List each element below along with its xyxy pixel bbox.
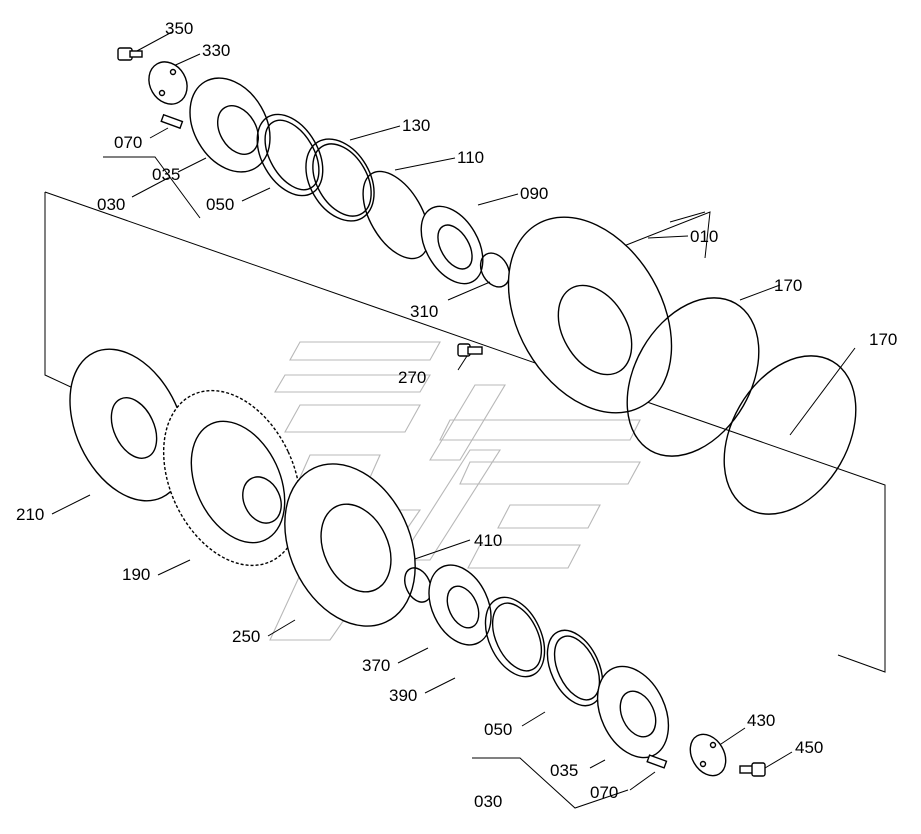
part-050-seal-b xyxy=(546,629,604,707)
label-110: 110 xyxy=(457,148,484,167)
label-330: 330 xyxy=(202,41,230,60)
part-090-bearing xyxy=(420,205,484,285)
part-390-ring xyxy=(484,596,546,678)
label-450: 450 xyxy=(795,738,823,757)
part-430-washer xyxy=(689,733,727,777)
label-130: 130 xyxy=(402,116,430,135)
label-390: 390 xyxy=(389,686,417,705)
part-370-bearing xyxy=(428,564,492,646)
leader-lines xyxy=(44,31,886,809)
label-050-top: 050 xyxy=(206,195,234,214)
label-030-top: 030 xyxy=(97,195,125,214)
part-450-bolt xyxy=(739,762,766,777)
label-035-bottom: 035 xyxy=(550,761,578,780)
part-labels: 350 330 070 035 030 050 130 110 090 010 … xyxy=(16,19,897,811)
label-430: 430 xyxy=(747,711,775,730)
part-250-drum xyxy=(284,463,416,627)
part-210-cover xyxy=(69,348,187,502)
label-070-top: 070 xyxy=(114,133,142,152)
part-070-pin xyxy=(160,113,184,130)
part-110-circlip xyxy=(362,170,430,260)
part-070-pin-b xyxy=(646,754,668,769)
part-330-washer xyxy=(148,61,188,105)
label-170-b: 170 xyxy=(869,330,897,349)
label-035-top: 035 xyxy=(152,165,180,184)
label-350: 350 xyxy=(165,19,193,38)
label-070-bottom: 070 xyxy=(590,783,618,802)
label-370: 370 xyxy=(362,656,390,675)
part-010-housing xyxy=(507,216,673,414)
label-270: 270 xyxy=(398,368,426,387)
label-310: 310 xyxy=(410,302,438,321)
part-170-o-ring-b xyxy=(723,355,857,515)
part-170-o-ring-a xyxy=(626,297,760,457)
label-410: 410 xyxy=(474,531,502,550)
part-310-o-ring xyxy=(479,252,511,288)
label-030-bottom: 030 xyxy=(474,792,502,811)
label-010: 010 xyxy=(690,227,718,246)
label-090: 090 xyxy=(520,184,548,203)
label-250: 250 xyxy=(232,627,260,646)
part-410-o-ring xyxy=(404,567,432,603)
label-170-a: 170 xyxy=(774,276,802,295)
label-210: 210 xyxy=(16,505,44,524)
part-035-flange xyxy=(189,77,271,173)
part-035-flange-b xyxy=(596,665,670,759)
label-190: 190 xyxy=(122,565,150,584)
part-190-gear xyxy=(162,389,302,567)
part-270-screw xyxy=(457,343,483,357)
label-050-bottom: 050 xyxy=(484,720,512,739)
part-130-ring xyxy=(305,138,375,222)
part-350-bolt xyxy=(117,47,143,61)
